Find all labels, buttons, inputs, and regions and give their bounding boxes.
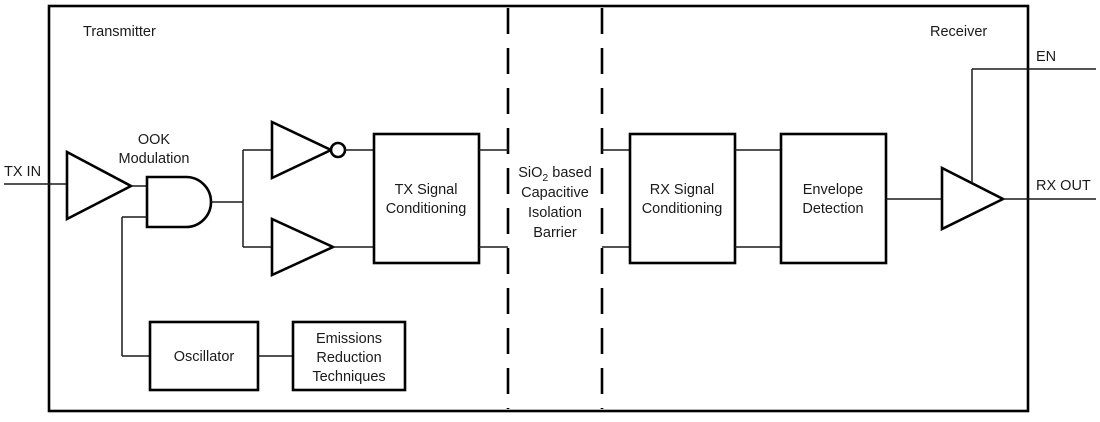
barrier-sio2-suffix: based (548, 165, 592, 181)
tx-inverter-gate (270, 119, 335, 181)
emissions-reduction-label-line3: Techniques (312, 369, 385, 385)
barrier-sio2-subscript: 2 (542, 172, 548, 184)
emissions-reduction-label-line2: Reduction (316, 350, 381, 366)
enable-port-label: EN (1036, 49, 1056, 65)
envelope-detection-label-line2: Detection (802, 201, 863, 217)
transmitter-label: Transmitter (83, 24, 156, 40)
barrier-sio2-prefix: SiO (518, 165, 542, 181)
oscillator-label: Oscillator (174, 349, 235, 365)
emissions-reduction-block (291, 320, 407, 392)
ook-modulation-label-line1: OOK (138, 132, 171, 148)
envelope-detection-label-line1: Envelope (803, 182, 863, 198)
emissions-reduction-label-line1: Emissions (316, 331, 382, 347)
tx-buffer-gate (270, 216, 337, 278)
rx-signal-conditioning-block (628, 132, 737, 265)
receiver-label: Receiver (930, 24, 987, 40)
output-buffer-amplifier (940, 165, 1006, 232)
tx-signal-conditioning-label-line1: TX Signal (395, 182, 458, 198)
device-outline (47, 4, 1030, 413)
oscillator-block (148, 320, 260, 392)
tx-inverter-bubble-icon (329, 141, 347, 159)
tx-signal-conditioning-label-line2: Conditioning (386, 201, 467, 217)
tx-signal-conditioning-block (372, 132, 481, 265)
and-gate (145, 175, 213, 229)
rx-signal-conditioning-label-line2: Conditioning (642, 201, 723, 217)
barrier-label-line2: Capacitive (521, 185, 589, 201)
barrier-label-line1: SiO2 based (518, 165, 592, 184)
barrier-label-line3: Isolation (528, 205, 582, 221)
barrier-label-line4: Barrier (533, 225, 577, 241)
tx-in-port-label: TX IN (4, 164, 41, 180)
rx-signal-conditioning-label-line1: RX Signal (650, 182, 714, 198)
rx-out-port-label: RX OUT (1036, 178, 1091, 194)
input-buffer-amplifier (65, 149, 134, 222)
ook-modulation-label-line2: Modulation (119, 151, 190, 167)
envelope-detection-block (779, 132, 888, 265)
